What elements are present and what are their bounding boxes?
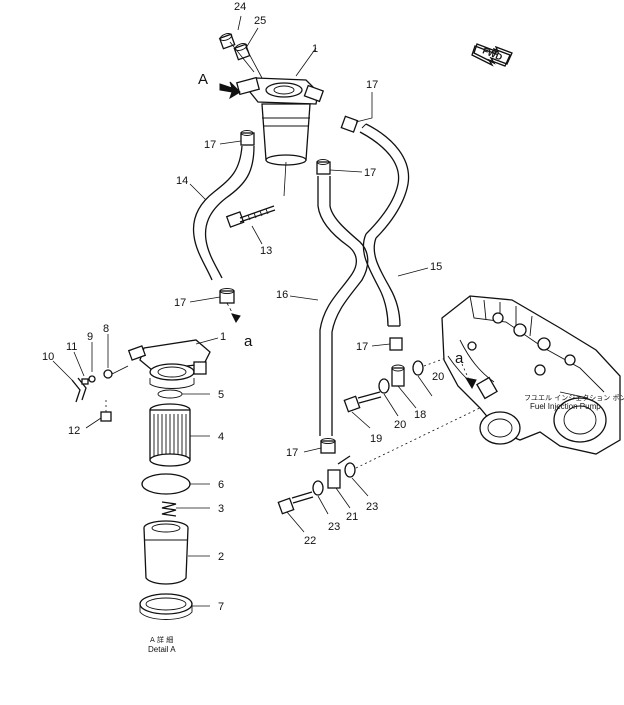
fitting-11 [71,377,87,403]
banjo-18 [391,364,405,387]
cap-24 [218,33,236,50]
label-19: 19 [370,433,382,445]
label-1-upper: 1 [312,43,318,55]
label-17-d: 17 [174,297,186,309]
label-20-b: 20 [432,371,444,383]
o-ring-6 [141,473,191,495]
label-8: 8 [103,323,109,335]
banjo-bolt-22 [277,491,314,515]
spring-3 [161,501,177,517]
connection-a-marker-1: a [244,333,253,350]
clamp-17-right-upper [340,115,359,133]
label-17-b: 17 [204,139,216,151]
label-4: 4 [218,431,224,443]
label-7: 7 [218,601,224,613]
bolt-10 [81,378,89,385]
label-18: 18 [414,409,426,421]
label-17-f: 17 [286,447,298,459]
fuel-filter-assembly-upper [235,76,325,166]
label-23-b: 23 [366,501,378,513]
clamp-17-left-upper [240,130,255,146]
filter-head-1 [127,339,211,389]
washer-8 [103,369,113,379]
label-1-detail: 1 [220,331,226,343]
label-21: 21 [346,511,358,523]
label-5: 5 [218,389,224,401]
label-23-a: 23 [328,521,340,533]
clamp-17-bottom [320,438,336,454]
label-15: 15 [430,261,442,273]
detail-caption-en: Detail A [148,645,176,654]
label-17-e: 17 [356,341,368,353]
hose-16 [317,176,369,436]
label-17-a: 17 [366,79,378,91]
label-13: 13 [260,245,272,257]
washer-9 [88,375,96,383]
o-ring-5 [157,389,183,399]
label-2: 2 [218,551,224,563]
detail-caption-jp: A 詳 細 [150,635,173,644]
pump-label-en: Fuel Injection Pump [530,402,601,411]
washer-20-left [378,378,390,394]
label-20-a: 20 [394,419,406,431]
hose-14 [192,145,255,281]
label-22: 22 [304,535,316,547]
label-14: 14 [176,175,188,187]
washer-23-right [344,462,356,478]
washer-20-right [412,360,424,376]
washer-23-left [312,480,324,496]
clamp-17-mid [316,159,331,175]
label-12: 12 [68,425,80,437]
banjo-bolt-19 [343,391,382,413]
banjo-21 [327,455,351,489]
label-17-c: 17 [364,167,376,179]
connection-a-marker-2: a [455,350,464,367]
fwd-arrow-icon: FWD [471,43,513,67]
hose-15 [359,123,410,327]
fuel-injection-pump [441,295,621,455]
clamp-17-low-mid [389,337,403,351]
label-11: 11 [66,341,77,353]
view-a-marker: A [198,71,208,88]
label-3: 3 [218,503,224,515]
bolt-13 [225,205,276,228]
drain-plug-12 [100,411,112,422]
clamp-17-left-lower [219,288,235,304]
label-24: 24 [234,1,246,13]
label-6: 6 [218,479,224,491]
label-25: 25 [254,15,266,27]
view-a-arrow-icon [219,81,241,100]
filter-element-4 [149,403,191,467]
ring-nut-7 [139,593,193,620]
filter-bowl-2 [143,520,189,585]
label-16: 16 [276,289,288,301]
label-9: 9 [87,331,93,343]
pump-label-jp: フユエル インジェクション ポンプ [524,394,624,402]
label-10: 10 [42,351,54,363]
